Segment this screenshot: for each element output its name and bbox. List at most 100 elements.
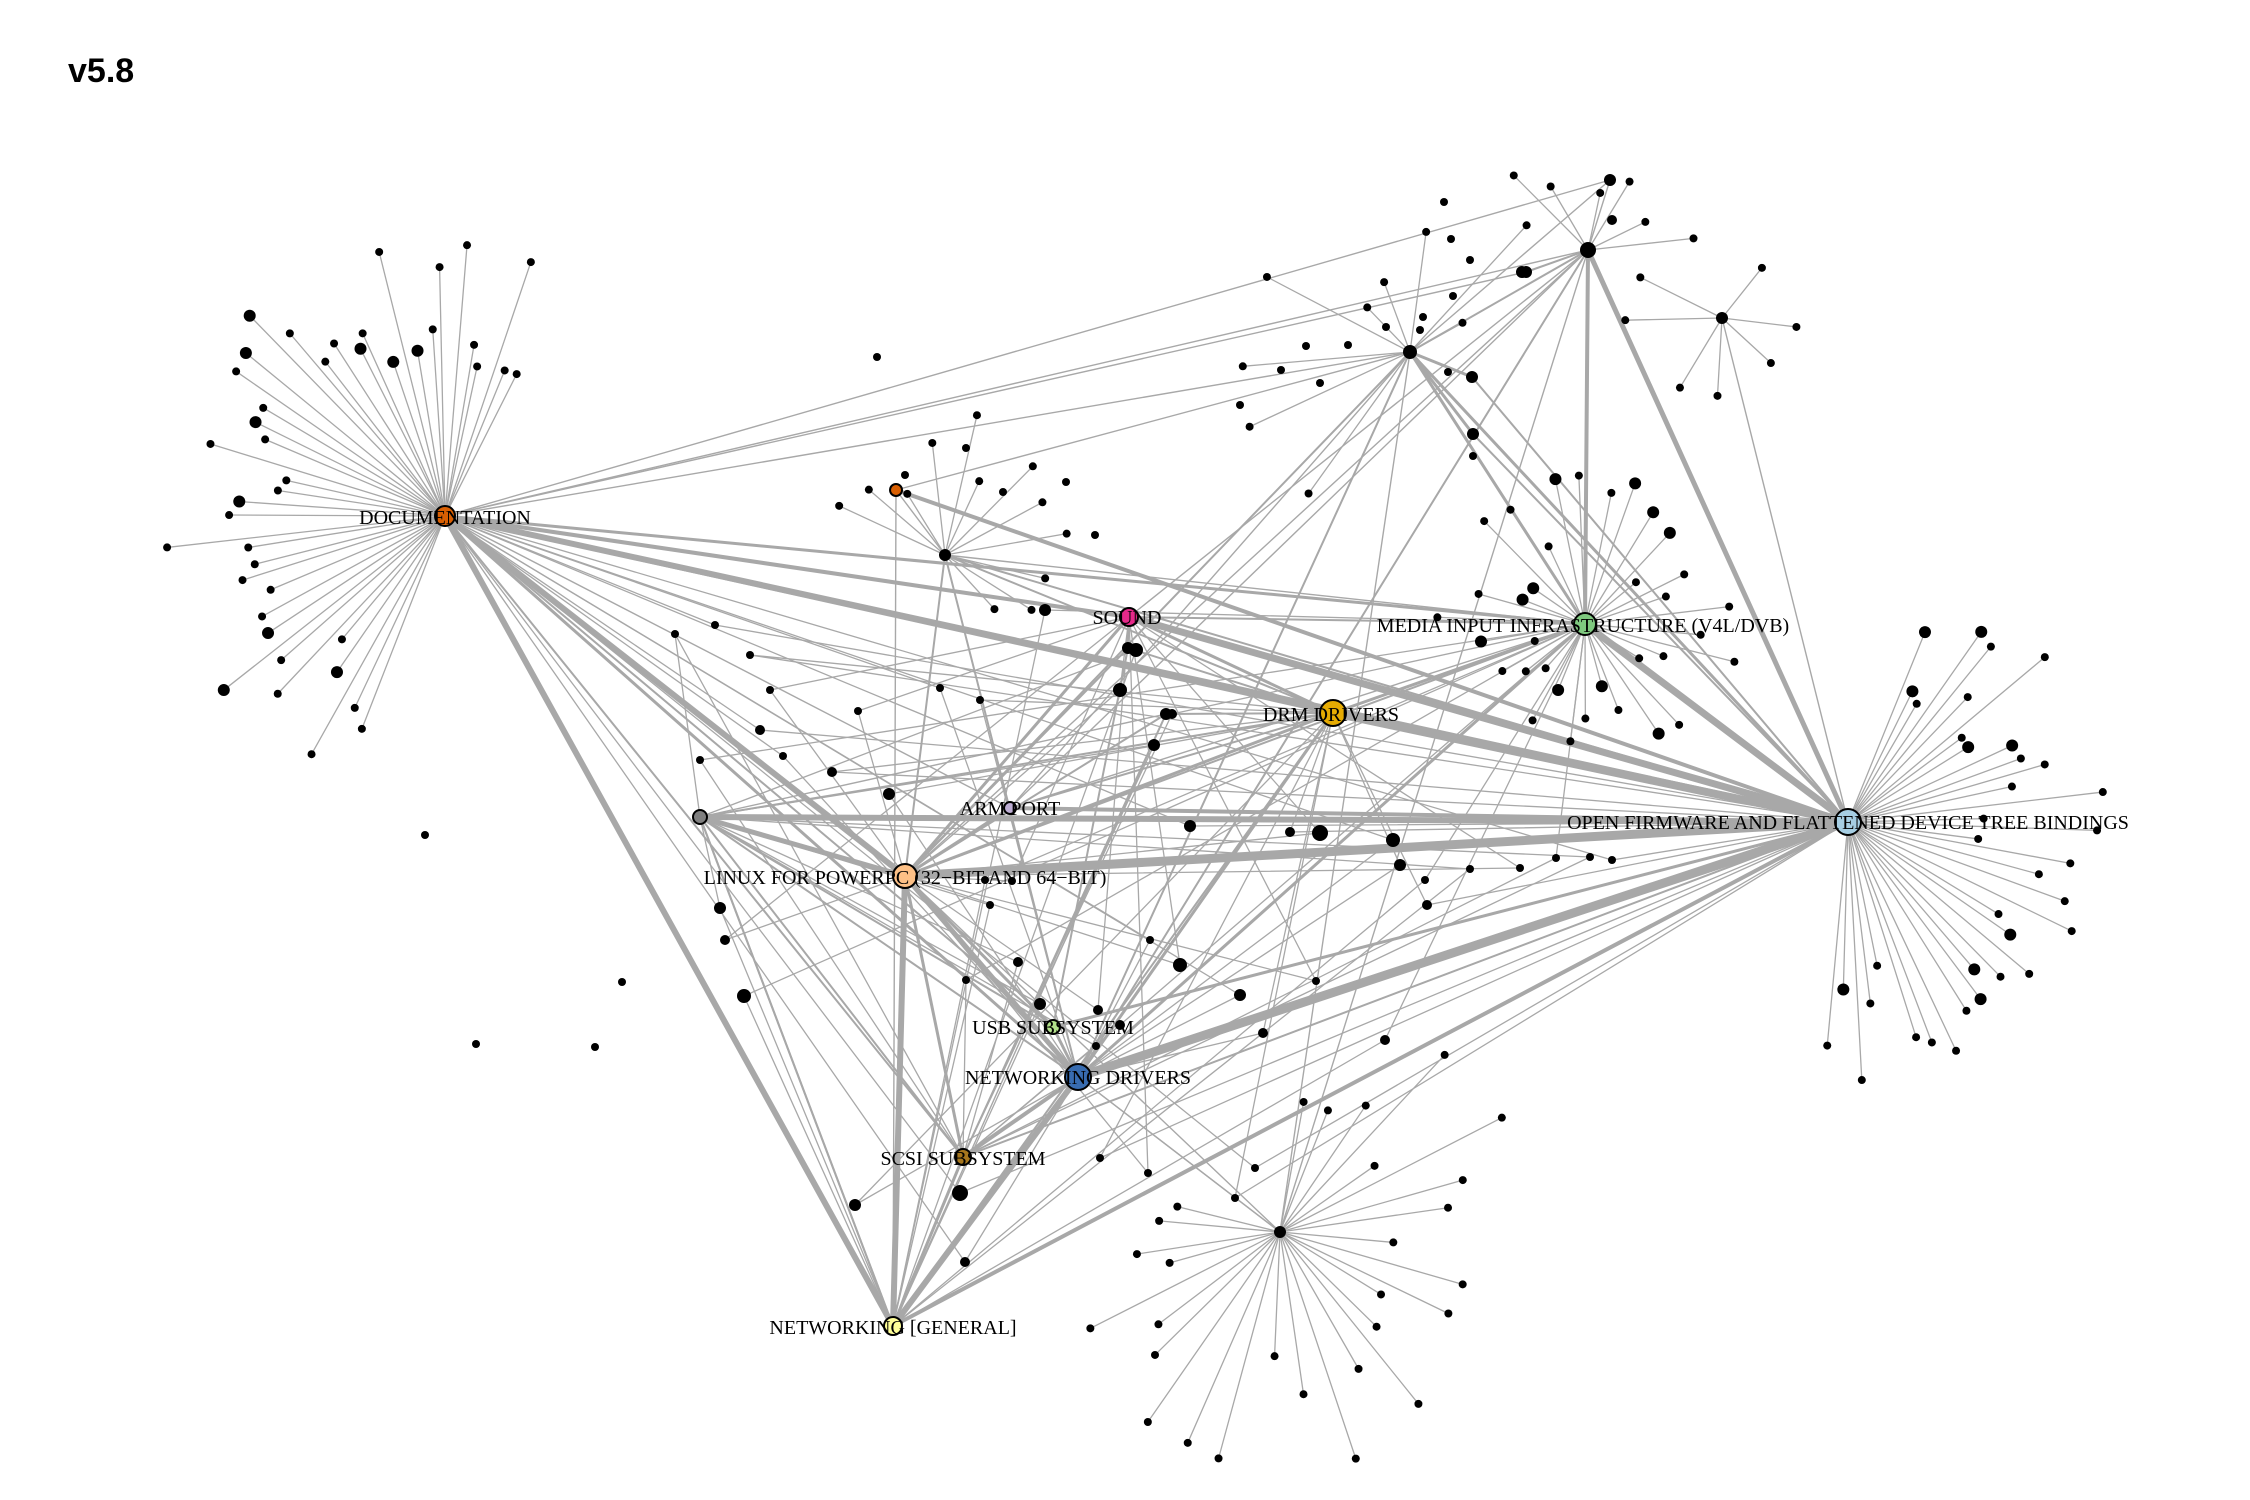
graph-edge — [1077, 994, 1241, 1078]
graph-edge — [891, 820, 1850, 1328]
graph-edge — [1721, 317, 1772, 364]
graph-edge — [1847, 690, 1914, 823]
leaf-node — [952, 1185, 968, 1201]
graph-edge — [1077, 1032, 1264, 1078]
leaf-node — [163, 543, 172, 552]
graph-edge — [724, 616, 1130, 941]
leaf-node — [1549, 473, 1562, 486]
leaf-node — [864, 485, 873, 494]
leaf-node — [1422, 227, 1431, 236]
graph-edge — [1279, 1231, 1382, 1296]
graph-edge — [904, 832, 1321, 877]
leaf-node — [1008, 877, 1016, 885]
leaf-node — [277, 656, 286, 665]
leaf-node — [1918, 626, 1931, 639]
graph-edge — [1409, 231, 1427, 353]
leaf-node — [1873, 961, 1882, 970]
graph-edge — [1847, 821, 1933, 1044]
leaf-node — [259, 403, 268, 412]
graph-edge — [1581, 620, 1852, 826]
leaf-node — [1516, 593, 1529, 606]
graph-edge — [444, 515, 784, 757]
leaf-node — [1380, 1035, 1390, 1045]
leaf-node — [1447, 235, 1455, 243]
graph-edge — [1472, 433, 1849, 823]
leaf-node — [1302, 342, 1310, 350]
leaf-node — [1641, 217, 1650, 226]
graph-edge — [1009, 712, 1334, 809]
graph-edge — [1847, 821, 1872, 1005]
graph-edge — [944, 554, 1849, 823]
graph-edge — [1547, 545, 1586, 625]
leaf-node — [1115, 1020, 1125, 1030]
graph-edge — [1279, 1231, 1357, 1460]
graph-edge — [1847, 744, 2013, 823]
leaf-node — [1092, 1042, 1100, 1050]
graph-edge — [892, 489, 897, 1327]
graph-edge — [1128, 616, 1181, 966]
graph-edge — [697, 814, 1851, 825]
graph-edge — [444, 369, 506, 517]
graph-edge — [838, 505, 946, 556]
leaf-node — [999, 488, 1007, 496]
graph-edge — [892, 879, 1426, 1327]
graph-edge — [1847, 821, 2040, 875]
graph-edge — [1842, 821, 1849, 991]
secondary-node — [1582, 244, 1594, 256]
leaf-node — [1994, 910, 2003, 919]
leaf-node — [1522, 221, 1531, 230]
graph-edge — [769, 616, 1130, 691]
graph-edge — [1097, 616, 1130, 1011]
graph-edge — [1279, 1101, 1305, 1233]
leaf-node — [1607, 488, 1616, 497]
leaf-node — [2034, 870, 2043, 879]
graph-edge — [361, 515, 446, 730]
leaf-node — [217, 684, 230, 697]
graph-edge — [285, 479, 446, 517]
leaf-node — [421, 831, 429, 839]
graph-edge — [1611, 821, 1849, 861]
graph-edge — [962, 961, 1019, 1158]
hub-node-powerpc — [892, 863, 918, 889]
leaf-node — [1986, 642, 1995, 651]
hub-node-orangeSmall — [889, 483, 903, 497]
graph-edge — [699, 744, 1155, 818]
leaf-node — [225, 511, 234, 520]
leaf-node — [1996, 972, 2005, 981]
graph-edge — [854, 1076, 1079, 1206]
graph-edge — [1847, 821, 2066, 902]
graph-edge — [444, 351, 1411, 517]
node-layer — [163, 171, 2107, 1463]
graph-edge — [906, 493, 946, 556]
leaf-node — [1629, 477, 1642, 490]
graph-edge — [1847, 631, 1926, 823]
graph-edge — [1408, 350, 1850, 824]
leaf-node — [1652, 727, 1665, 740]
graph-edge — [759, 729, 1849, 823]
leaf-node — [1173, 1202, 1182, 1211]
hub-node-grey — [692, 809, 708, 825]
label-netgen: NETWORKING [GENERAL] — [769, 1317, 1016, 1339]
graph-edge — [223, 515, 446, 691]
graph-edge — [444, 515, 1256, 1169]
graph-edge — [904, 875, 1013, 882]
leaf-node — [1422, 900, 1432, 910]
label-media: MEDIA INPUT INFRASTRUCTURE (V4L/DVB) — [1377, 615, 1789, 637]
leaf-node — [1552, 854, 1560, 862]
graph-edge — [1383, 281, 1411, 353]
graph-edge — [979, 699, 1079, 1078]
graph-edge — [235, 370, 446, 517]
leaf-node — [981, 876, 989, 884]
label-arm: ARM PORT — [960, 798, 1061, 820]
graph-edge — [1279, 1231, 1360, 1370]
leaf-node — [357, 724, 366, 733]
graph-edge — [892, 712, 1334, 1327]
graph-edge — [416, 350, 446, 517]
leaf-node — [307, 750, 316, 759]
leaf-node — [1444, 1203, 1453, 1212]
leaf-node — [779, 752, 787, 760]
leaf-node — [250, 560, 259, 569]
leaf-node — [512, 370, 521, 379]
graph-edge — [904, 713, 1167, 877]
graph-edge — [392, 361, 446, 517]
